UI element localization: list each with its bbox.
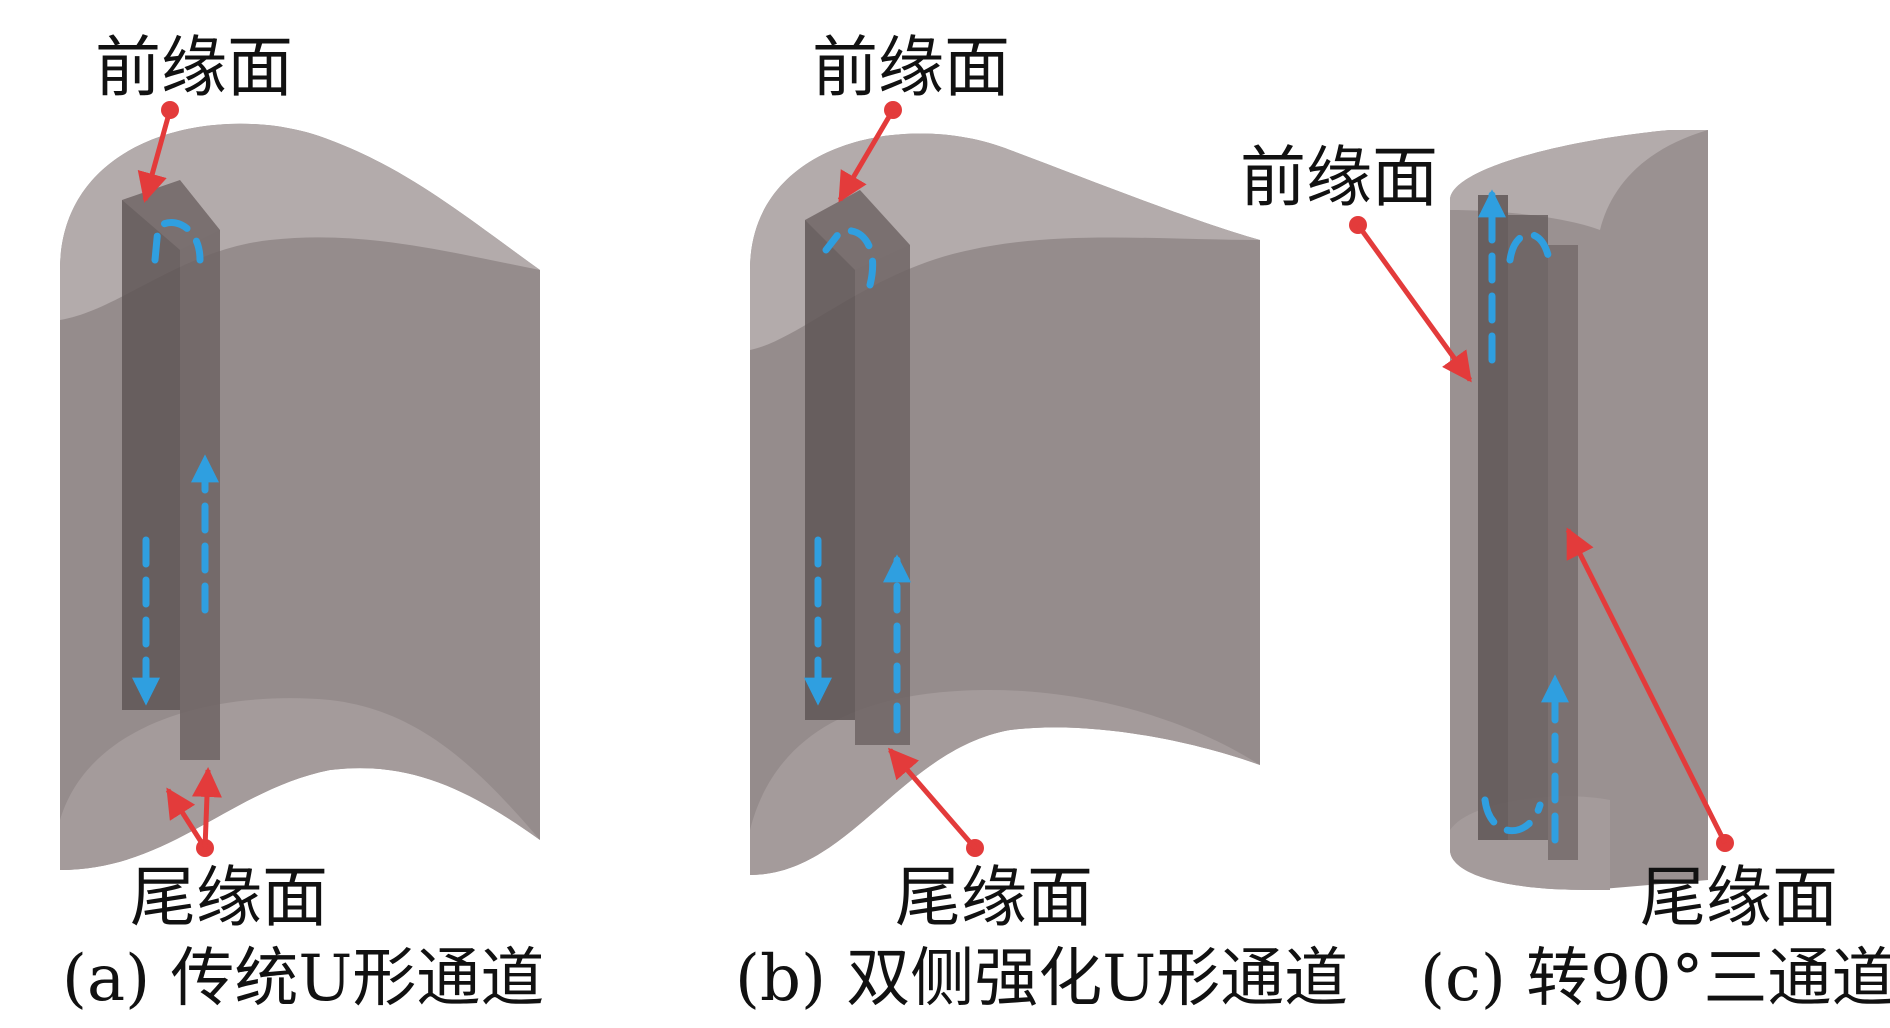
caption-b: (b) 双侧强化U形通道 xyxy=(735,942,1348,1016)
trailing-pointer-a1 xyxy=(165,787,208,850)
trailing-pointer-b xyxy=(888,747,977,850)
flow-turn-a xyxy=(151,219,204,264)
trailing-label-a: 尾缘面 xyxy=(130,859,328,936)
leading-label-b: 前缘面 xyxy=(812,29,1010,106)
trailing-label-b: 尾缘面 xyxy=(895,859,1093,936)
channel-outlet-a xyxy=(180,230,220,760)
caption-c: (c) 转90°三通道 xyxy=(1420,942,1890,1016)
leading-pointer-b xyxy=(837,108,896,203)
channel-inlet-a xyxy=(122,200,180,710)
leading-label-a: 前缘面 xyxy=(95,29,293,106)
channel-outlet-b xyxy=(855,245,910,745)
panel-b: 前缘面 尾缘面 (b) 双侧强化U形通道 xyxy=(735,29,1348,1016)
trailing-label-c: 尾缘面 xyxy=(1640,859,1838,936)
trailing-pointer-a2 xyxy=(191,767,222,849)
leading-pointer-a xyxy=(137,109,173,203)
blade-top-face-b xyxy=(750,133,1260,350)
panel-c: 前缘面 尾缘面 (c) 转90°三通道 xyxy=(1240,130,1890,1016)
caption-a: (a) 传统U形通道 xyxy=(62,942,544,1016)
trailing-pointer-c xyxy=(1565,527,1728,845)
leading-label-c: 前缘面 xyxy=(1240,139,1438,216)
leading-pointer-c xyxy=(1355,223,1473,383)
channel-2-c xyxy=(1508,215,1548,840)
channel-3-c xyxy=(1548,245,1578,860)
flow-turn-top-c xyxy=(1506,230,1554,269)
blade-top-face-c xyxy=(1450,130,1708,230)
flow-turn-bottom-c xyxy=(1481,796,1544,835)
channel-1-c xyxy=(1478,195,1508,840)
flow-turn-b xyxy=(822,227,877,289)
blade-top-face-a xyxy=(60,123,540,320)
channel-inlet-b xyxy=(805,220,855,720)
panel-a: 前缘面 尾缘面 (a) 传统U形通道 xyxy=(60,29,544,1016)
